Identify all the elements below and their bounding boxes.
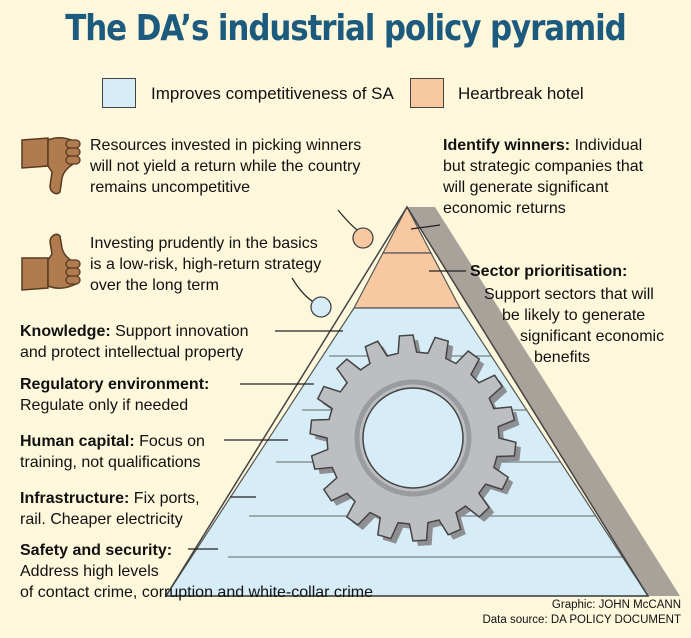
infrastructure-text: Infrastructure: Fix ports, rail. Cheaper… [20,490,200,528]
thumbs-up-icon [21,233,81,291]
gear-icon [309,334,521,546]
knowledge-text: Knowledge: Support innovation and protec… [20,323,249,361]
thumbs-up-text: Investing prudently in the basics is a l… [90,235,322,294]
competitiveness-marker-circle [310,296,332,318]
thumbs-down-icon [21,137,81,195]
gear-hole [362,387,464,489]
regulatory-environment-text: Regulatory environment: Regulate only if… [20,376,210,414]
credits: Graphic: JOHN McCANN Data source: DA POL… [482,599,681,626]
thumbs-down-text: Resources invested in picking winners wi… [90,137,362,196]
pyramid-shadow [407,207,680,596]
heartbreak-marker-circle [352,227,374,249]
legend-swatch-blue [102,78,136,108]
page-title: The DA’s industrial policy pyramid [65,8,627,49]
sector-prioritisation-desc: Support sectors that will be likely to g… [484,286,665,366]
identify-winners-text: Identify winners: Individual but strateg… [443,137,644,217]
human-capital-text: Human capital: Focus on training, not qu… [20,433,205,471]
safety-security-text: Safety and security: Address high levels… [20,542,374,601]
legend-label-heartbreak: Heartbreak hotel [458,84,584,103]
legend-label-competitiveness: Improves competitiveness of SA [151,84,394,103]
sector-prioritisation-title: Sector prioritisation: [470,263,628,280]
gear-ring [354,379,472,497]
legend-swatch-orange [410,78,444,108]
